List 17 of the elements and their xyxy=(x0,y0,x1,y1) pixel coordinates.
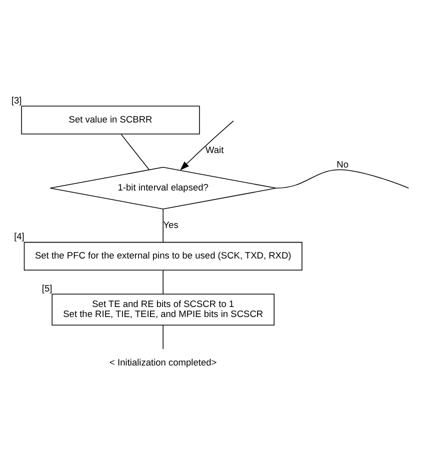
edge-label: Yes xyxy=(163,220,178,230)
node-label: [5] xyxy=(42,284,52,294)
node-box: Set TE and RE bits of SCSCR to 1 Set the RIE, TIE, TEIE, and MPIE bits in SCSCR xyxy=(52,294,275,326)
connector xyxy=(162,270,164,294)
node-label: [4] xyxy=(14,232,24,242)
edge-label: No xyxy=(336,160,349,170)
arrow xyxy=(180,120,234,170)
connector xyxy=(276,169,410,189)
node-box: Set value in SCBRR xyxy=(21,106,200,134)
connector xyxy=(120,134,150,170)
connector xyxy=(162,208,164,243)
node-box: Set the PFC for the external pins to be used (SCK, TXD, RXD) xyxy=(24,242,302,271)
node-label: [3] xyxy=(11,96,22,106)
edge-label: Wait xyxy=(205,145,224,156)
node-diamond: 1-bit interval elapsed? xyxy=(50,166,276,210)
node-text: < Initialization completed> xyxy=(110,357,217,368)
connector xyxy=(162,324,164,350)
